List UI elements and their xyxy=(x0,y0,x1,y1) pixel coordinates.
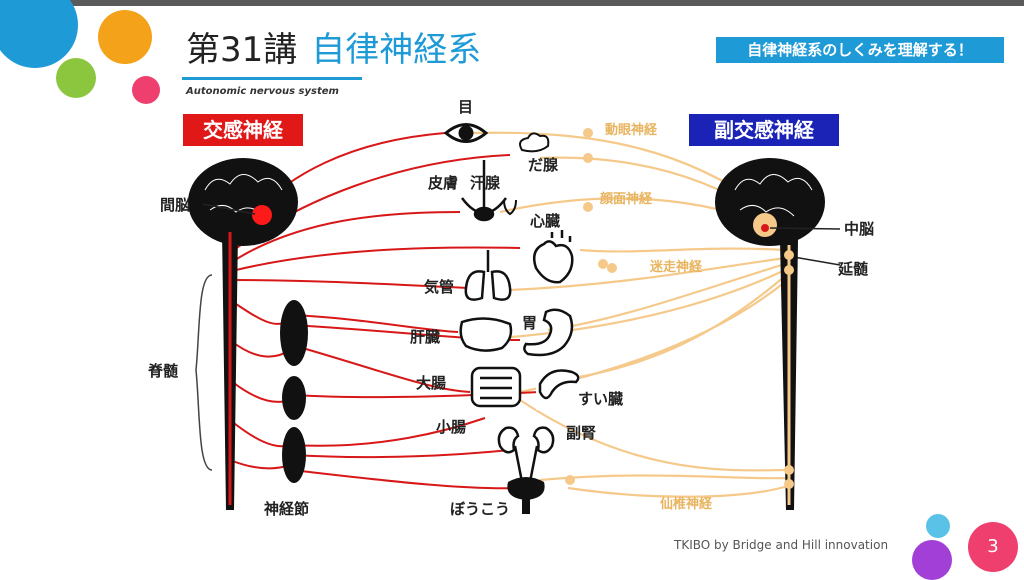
liver-icon xyxy=(459,317,513,352)
label-medulla: 延髄 xyxy=(837,260,869,278)
label-diencephalon: 間脳 xyxy=(160,196,190,214)
label-liver: 肝臓 xyxy=(410,328,440,346)
page-number: 3 xyxy=(968,522,1018,572)
top-bar xyxy=(0,0,1024,6)
parasympathetic-nodes xyxy=(565,128,617,485)
label-bladder: ぼうこう xyxy=(450,500,510,518)
label-adrenal: 副腎 xyxy=(566,424,596,442)
label-trachea: 気管 xyxy=(424,278,454,296)
skin-hair-icon xyxy=(460,160,508,222)
page-subtitle: Autonomic nervous system xyxy=(186,86,339,97)
parasympathetic-label: 副交感神経 xyxy=(689,114,839,146)
kidney-icon xyxy=(497,426,555,483)
label-heart: 心臓 xyxy=(530,212,560,230)
label-sweat: 汗腺 xyxy=(470,174,501,192)
label-eye: 目 xyxy=(458,98,473,116)
title-underline xyxy=(182,77,362,80)
label-skin: 皮膚 xyxy=(428,174,458,192)
label-spinal-cord: 脊髄 xyxy=(147,362,179,380)
stomach-icon xyxy=(523,308,574,357)
page-title: 第31講自律神経系 xyxy=(186,22,481,71)
pancreas-icon xyxy=(536,362,580,410)
sympathetic-brain xyxy=(188,158,298,246)
label-facial: 顔面神経 xyxy=(599,191,653,207)
heart-icon xyxy=(528,230,578,284)
label-ganglion: 神経節 xyxy=(264,500,309,518)
label-midbrain: 中脳 xyxy=(844,220,874,238)
decor-circle-pink xyxy=(132,76,160,104)
footer-credit: TKIBO by Bridge and Hill innovation xyxy=(674,538,889,552)
decor-circle-purple xyxy=(912,540,952,580)
objective-banner: 自律神経系のしくみを理解する！ xyxy=(716,37,1004,63)
label-stomach: 胃 xyxy=(522,314,537,332)
decor-circle-orange xyxy=(98,10,152,64)
ganglion-chain xyxy=(280,300,308,483)
large-intestine-icon xyxy=(470,366,522,408)
brain-pointer-line xyxy=(202,203,256,215)
decor-circle-green xyxy=(56,58,96,98)
lecture-number: 第31講 xyxy=(186,30,298,70)
label-vagus: 迷走神経 xyxy=(649,259,703,275)
label-pancreas: すい臓 xyxy=(578,390,623,408)
sympathetic-label: 交感神経 xyxy=(183,114,303,146)
bladder-icon xyxy=(507,477,545,514)
parasympathetic-brain xyxy=(715,158,825,246)
salivary-gland-icon xyxy=(519,132,550,153)
label-large-intestine: 大腸 xyxy=(416,374,446,392)
trachea-lungs-icon xyxy=(464,250,512,301)
label-salivary: だ腺 xyxy=(528,156,559,174)
label-oculomotor: 動眼神経 xyxy=(605,122,658,138)
label-sacral: 仙椎神経 xyxy=(660,496,713,512)
lecture-topic: 自律神経系 xyxy=(311,30,482,70)
decor-circle-small-blue xyxy=(926,514,950,538)
label-small-intestine: 小腸 xyxy=(436,418,466,436)
sweat-gland-icon xyxy=(503,199,517,216)
spine-brace xyxy=(195,274,213,471)
eye-icon xyxy=(443,123,489,143)
